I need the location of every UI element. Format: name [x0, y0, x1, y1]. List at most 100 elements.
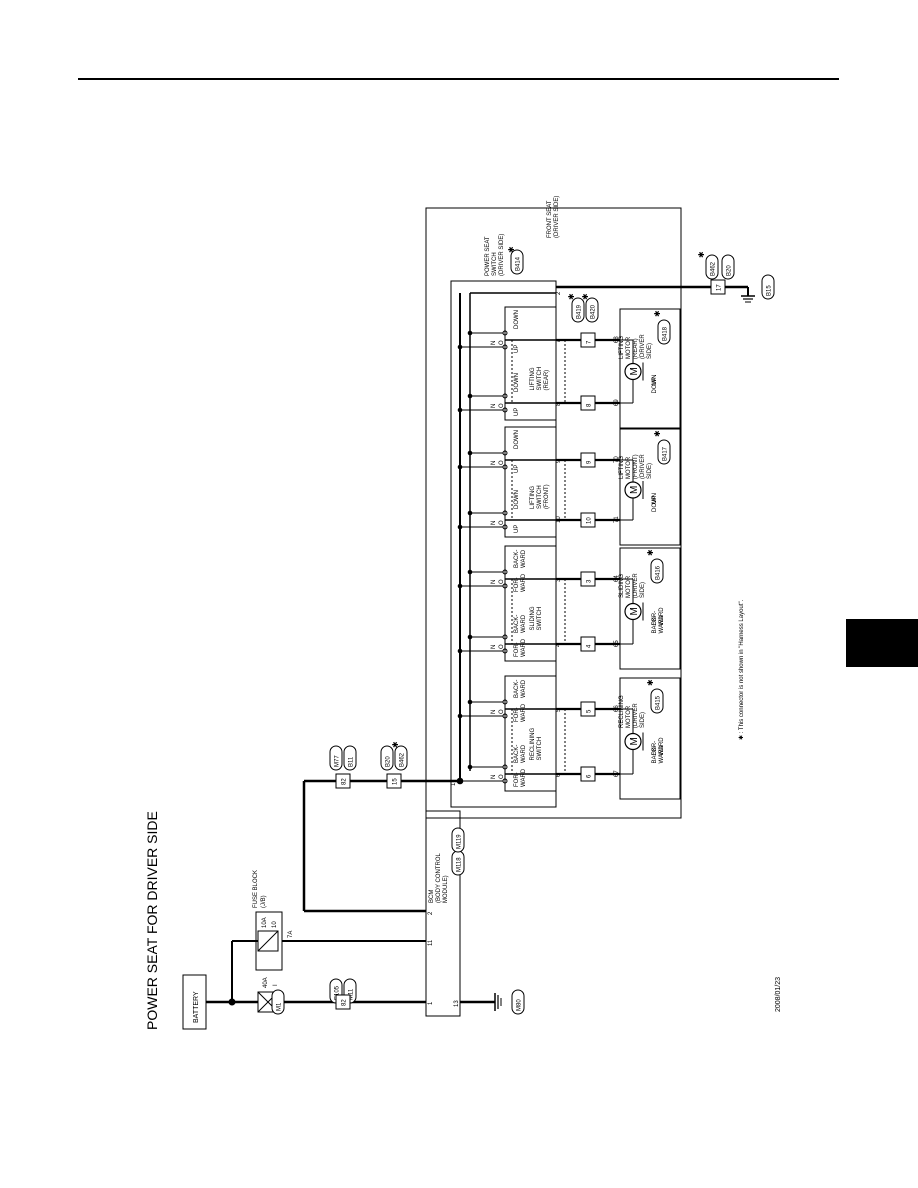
contact-n: N — [491, 461, 497, 465]
contact-n: N — [491, 775, 497, 779]
contact-o: O — [499, 520, 505, 525]
motor-connector-pin — [580, 571, 596, 587]
connector-e105-text: E105 — [335, 985, 341, 1000]
motor-dir-b: BACK- — [652, 745, 658, 763]
motor-connector-pin-text: 8 — [587, 403, 593, 407]
star-b414: ✱ — [507, 246, 516, 253]
header-rule — [78, 78, 839, 80]
bcm-label-2: (BODY CONTROL — [436, 852, 442, 903]
bcm-pin-13: 13 — [454, 1000, 460, 1007]
motor-label: LIFTING — [619, 336, 625, 359]
switch-dir-b: DOWN — [514, 373, 520, 392]
battery-box — [182, 974, 207, 1030]
contact-n: N — [491, 404, 497, 408]
contact-n: N — [491, 521, 497, 525]
switch-pin-in: 1 — [451, 782, 457, 786]
junction-dot — [457, 407, 463, 413]
pin-b20-17 — [710, 279, 726, 295]
connector-b20-2-text: B20 — [727, 265, 733, 276]
switch-dir-a: FOR- — [514, 707, 520, 722]
switch-name: LIFTING — [530, 367, 536, 390]
motor-label: SIDE) — [647, 343, 653, 359]
motor-label: MOTOR — [626, 705, 632, 728]
star-B418: ✱ — [653, 310, 662, 317]
switch-name: RECLINING — [530, 727, 536, 760]
motor-symbol-text: M — [629, 486, 640, 494]
bcm-label-3: MODULE) — [443, 875, 449, 903]
motor-connector-pin-text: 4 — [587, 644, 593, 648]
connector-b11 — [343, 745, 357, 771]
switch-name: SWITCH — [537, 367, 543, 391]
fuse-pin: 7A — [288, 931, 294, 938]
connector-b419-text: B419 — [577, 304, 583, 319]
connector-b462-2 — [705, 254, 719, 280]
motor-pin: 68 — [614, 336, 620, 343]
motor-label: MOTOR — [626, 336, 632, 359]
contact-o: O — [499, 709, 505, 714]
contact-n: N — [491, 710, 497, 714]
connector-b414 — [510, 249, 524, 275]
front-seat-box — [425, 207, 682, 819]
pin-b462-15 — [386, 773, 402, 789]
motor-label: SIDE) — [640, 712, 646, 728]
motor-connector-pin — [580, 452, 596, 468]
motor-label: (DRIVER — [633, 703, 639, 728]
star-b462: ✱ — [391, 741, 400, 748]
battery-label: BATTERY — [193, 991, 200, 1023]
star-B417: ✱ — [653, 430, 662, 437]
motor-pin: 64 — [614, 575, 620, 582]
pin-b11-82 — [335, 773, 351, 789]
junction-dot — [467, 699, 473, 705]
contact-n: N — [491, 341, 497, 345]
fusible-link-rating: 40A — [263, 977, 269, 988]
motor-box — [619, 308, 681, 429]
switch-dir-b: WARD — [521, 679, 527, 698]
switch-name: SLIDING — [530, 606, 536, 630]
motor-dir-b: WARD — [659, 745, 665, 764]
connector-m1 — [271, 989, 285, 1015]
pin-e105-82-text: 82 — [342, 999, 348, 1006]
junction-dot — [457, 524, 463, 530]
ground-m80-text: M80 — [517, 999, 523, 1011]
connector-m1-text: M1 — [277, 1002, 283, 1011]
fuse-number: 10 — [272, 921, 278, 928]
junction-dot — [457, 464, 463, 470]
ground-m80 — [511, 989, 525, 1015]
fuse-block-sub: (J/B) — [261, 895, 267, 908]
motor-dir-a: UP — [652, 377, 658, 385]
motor-connector-pin-text: 6 — [587, 774, 593, 778]
fuse-symbol — [257, 930, 279, 952]
motor-symbol-text: M — [629, 367, 640, 375]
motor-pin: 67 — [614, 770, 620, 777]
connector-m119 — [451, 827, 465, 853]
motor-connector-pin-text: 3 — [587, 579, 593, 583]
motor-label: SIDE) — [640, 582, 646, 598]
motor-connector-B415 — [650, 688, 664, 714]
motor-label: (DRIVER — [633, 573, 639, 598]
switch-dir-b: DOWN — [514, 490, 520, 509]
motor-connector-B417 — [657, 439, 671, 465]
switch-group-box — [504, 545, 557, 662]
section-tab — [846, 619, 918, 667]
motor-connector-B416 — [650, 558, 664, 584]
motor-label: MOTOR — [626, 575, 632, 598]
switch-dir-a: UP — [514, 465, 520, 473]
switch-dir-b: WARD — [521, 614, 527, 633]
switch-dir-b: DOWN — [514, 310, 520, 329]
switch-dir-a: WARD — [521, 638, 527, 657]
connector-b20-text: B20 — [386, 756, 392, 767]
motor-connector-B417-text: B417 — [663, 446, 669, 461]
power-seat-switch-box — [450, 280, 557, 808]
motor-label: (DRIVER — [640, 454, 646, 479]
contact-o: O — [499, 340, 505, 345]
ground-b15-text: B15 — [767, 285, 773, 296]
switch-label: POWER SEAT — [485, 236, 491, 276]
bcm-box — [425, 810, 461, 1017]
motor-connector-B416-text: B416 — [656, 565, 662, 580]
switch-group-box — [504, 426, 557, 538]
junction-dot — [457, 778, 463, 784]
switch-pin-gnd: 2 — [556, 291, 562, 295]
motor-label: (DRIVER — [640, 334, 646, 359]
motor-pin: 71 — [614, 516, 620, 523]
